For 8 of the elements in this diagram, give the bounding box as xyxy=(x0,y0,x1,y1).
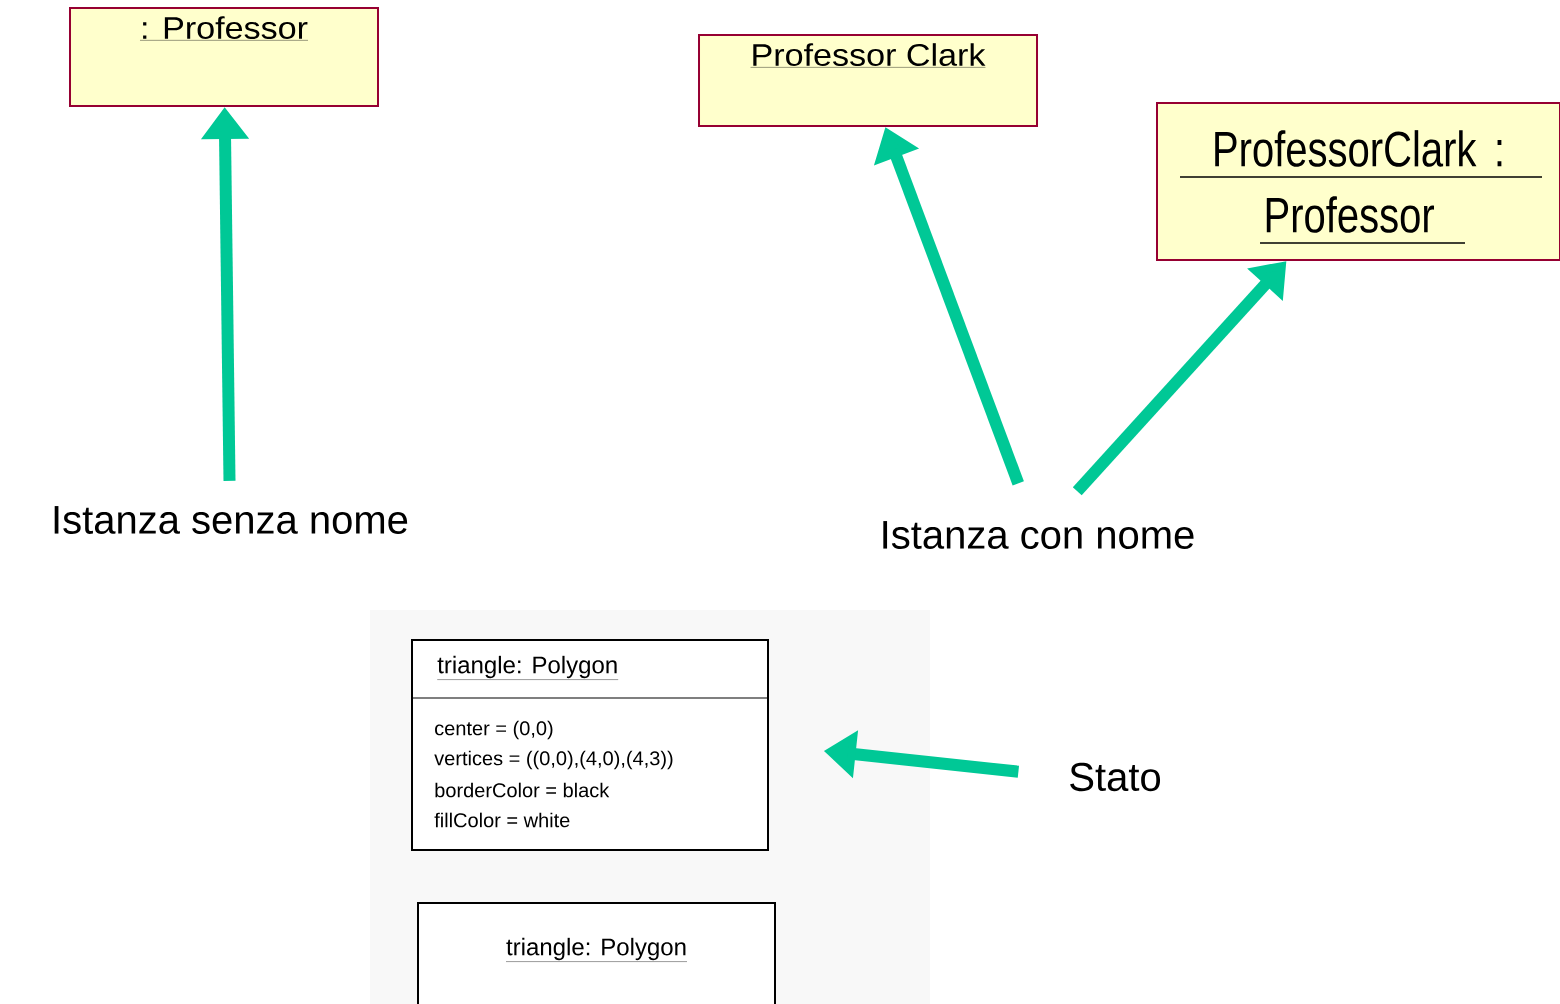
object-box: Professor Clark xyxy=(698,34,1038,127)
caption-text: Istanza senza nome xyxy=(54,506,408,534)
caption-text: Stato xyxy=(1070,762,1161,792)
object-box: ProfessorClark : Professor xyxy=(1156,102,1560,261)
object-box: triangle: Polygon xyxy=(417,902,776,1004)
caption-text: Istanza con nome xyxy=(883,521,1194,549)
object-box: triangle: Polygon center = (0,0) vertices = ((0,0),(4,0),(4,3)) borderColor = black fillColor = white xyxy=(411,639,769,851)
object-box: : Professor xyxy=(69,7,379,107)
